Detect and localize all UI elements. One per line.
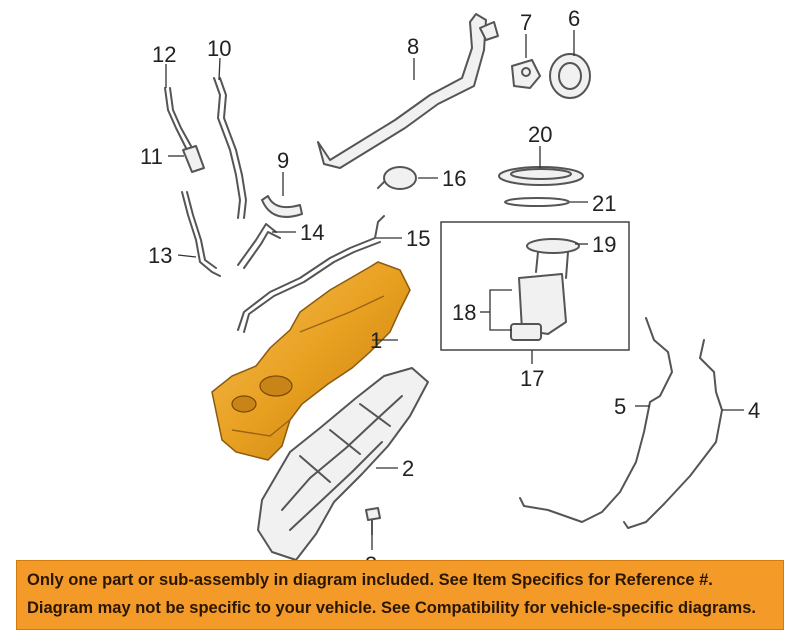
callout-8: 8 — [407, 34, 419, 59]
part-21-seal — [504, 197, 570, 207]
part-14-hose — [237, 223, 281, 269]
part-11-connector — [182, 145, 205, 173]
callout-21: 21 — [592, 191, 616, 216]
part-18-pump-module — [510, 273, 567, 341]
callout-labels: 1 2 3 4 5 6 7 8 9 10 11 12 13 14 15 16 1… — [140, 6, 760, 577]
callout-16: 16 — [442, 166, 466, 191]
part-20-lock-ring — [498, 166, 584, 186]
part-12-tube — [164, 87, 192, 149]
part-13-tube — [181, 191, 221, 277]
callout-20: 20 — [528, 122, 552, 147]
callout-13: 13 — [148, 243, 172, 268]
disclaimer-banner: Only one part or sub-assembly in diagram… — [16, 560, 784, 630]
part-16-valve — [377, 166, 417, 190]
part-5-line — [519, 317, 673, 523]
disclaimer-line-1: Only one part or sub-assembly in diagram… — [27, 571, 713, 589]
callout-14: 14 — [300, 220, 324, 245]
disclaimer-line-2: Diagram may not be specific to your vehi… — [27, 599, 756, 617]
callout-19: 19 — [592, 232, 616, 257]
part-3-bolt — [365, 507, 381, 535]
part-1-fuel-tank — [211, 261, 411, 461]
part-2-skid-plate — [257, 367, 429, 561]
callout-17: 17 — [520, 366, 544, 391]
callout-10: 10 — [207, 36, 231, 61]
callout-11: 11 — [140, 144, 163, 169]
callout-2: 2 — [402, 456, 414, 481]
part-4-line — [623, 339, 723, 529]
part-8-filler-neck — [317, 13, 499, 169]
leader-lines — [165, 30, 744, 550]
callout-18: 18 — [452, 300, 476, 325]
part-15-vent-line — [237, 215, 385, 333]
callout-5: 5 — [614, 394, 626, 419]
part-19-module-top — [526, 238, 580, 279]
callout-12: 12 — [152, 42, 176, 67]
callout-1: 1 — [370, 328, 382, 353]
callout-7: 7 — [520, 10, 532, 35]
part-9-elbow — [261, 195, 303, 218]
part-6-door — [549, 53, 591, 99]
part-17-box — [440, 221, 630, 351]
part-7-cap — [511, 59, 541, 89]
callout-15: 15 — [406, 226, 430, 251]
callout-4: 4 — [748, 398, 760, 423]
callout-6: 6 — [568, 6, 580, 31]
callout-9: 9 — [277, 148, 289, 173]
part-10-hose — [213, 77, 247, 219]
